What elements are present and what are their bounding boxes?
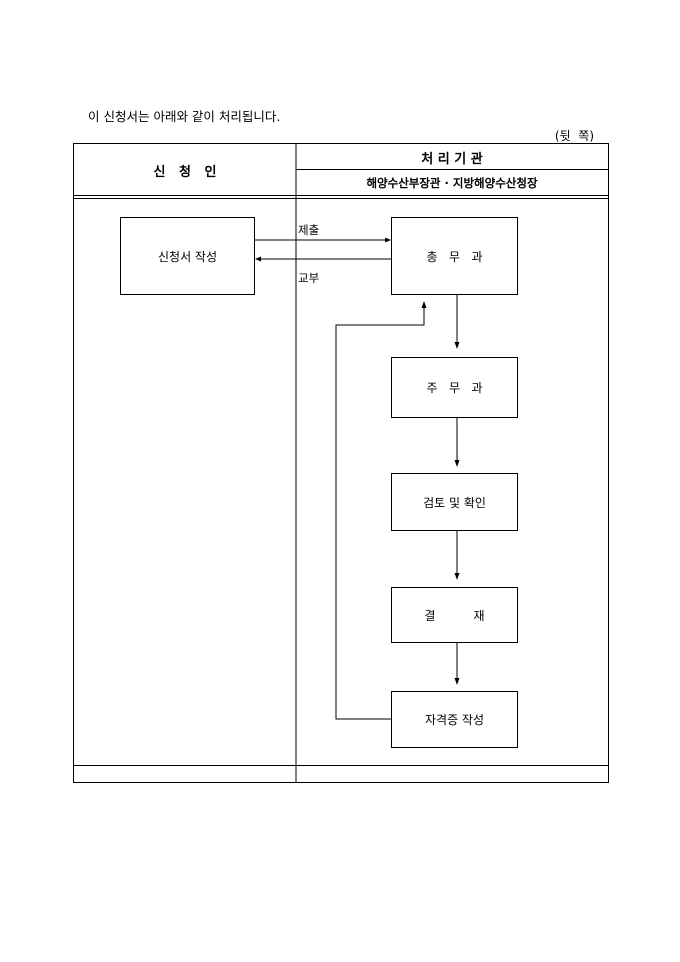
submit-arrowhead <box>385 237 391 243</box>
applicant-step-box: 신청서 작성 <box>120 217 255 295</box>
issue-arrowhead <box>255 256 261 262</box>
agency-name: 해양수산부장관 · 지방해양수산청장 <box>366 176 538 190</box>
intro-text: 이 신청서는 아래와 같이 처리됩니다. <box>88 109 281 124</box>
return-loop-arrowhead <box>421 301 427 308</box>
page-side-label: (뒷 쪽) <box>554 129 594 143</box>
applicant-header: 신 청 인 <box>153 164 217 180</box>
step-responsible-dept: 주 무 과 <box>391 357 518 418</box>
flow-arrowhead-3 <box>454 573 460 580</box>
table-border <box>73 143 609 783</box>
flow-arrowhead-1 <box>454 342 460 349</box>
step-approval: 결 재 <box>391 587 518 643</box>
agency-header: 처 리 기 관 <box>421 151 483 167</box>
issue-label: 교부 <box>298 271 320 285</box>
step-certificate: 자격증 작성 <box>391 691 518 748</box>
step-general-affairs: 총 무 과 <box>391 217 518 295</box>
submit-label: 제출 <box>298 223 320 237</box>
flow-arrowhead-2 <box>454 460 460 467</box>
return-loop-arrow <box>335 308 425 720</box>
flow-arrowhead-4 <box>454 678 460 685</box>
step-review: 검토 및 확인 <box>391 473 518 531</box>
